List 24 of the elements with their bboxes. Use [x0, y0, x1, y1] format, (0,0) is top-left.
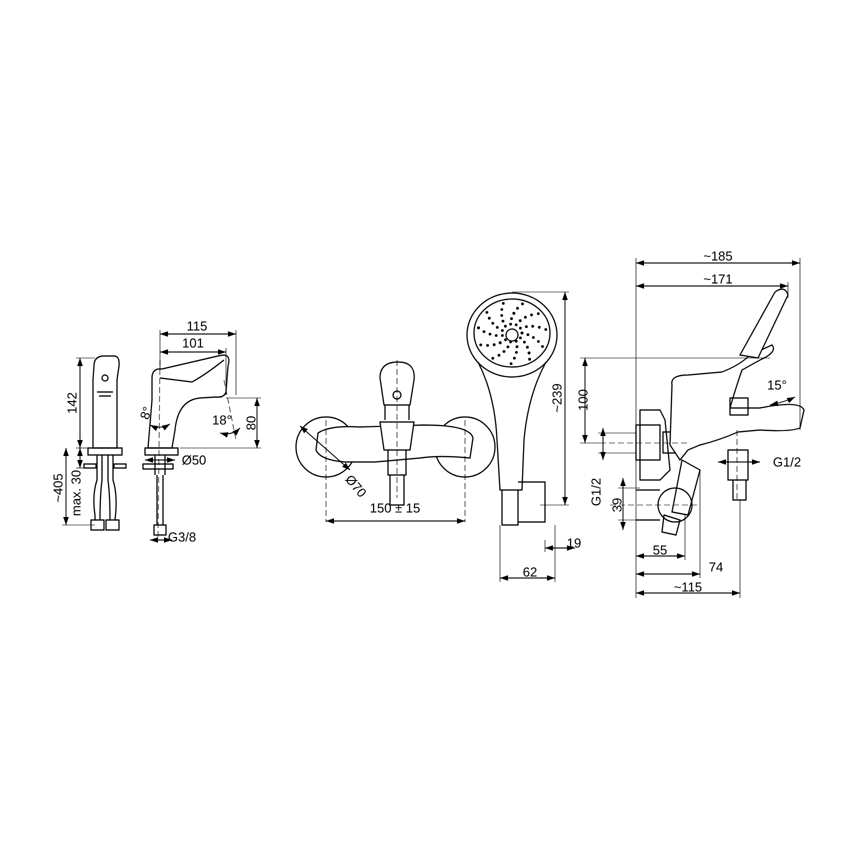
dimension-label: 55 — [652, 544, 668, 556]
dimension-label: ~185 — [703, 250, 733, 262]
angle-label: 15° — [767, 378, 787, 392]
dimension-label: 142 — [66, 392, 78, 414]
dimension-label: ~171 — [703, 272, 733, 286]
angle-label: 8° — [138, 404, 154, 422]
dimension-label: Ø50 — [182, 454, 206, 466]
dimension-label: ~239 — [550, 383, 564, 413]
dimension-label: Ø70 — [343, 472, 369, 500]
dimension-label: 39 — [610, 498, 624, 512]
dimension-label: 115 — [186, 320, 208, 332]
dimension-label: 100 — [576, 389, 590, 411]
dimension-label: 74 — [708, 560, 724, 574]
dimension-label: G3/8 — [168, 530, 196, 544]
dimension-label: max. 30 — [70, 470, 82, 516]
dimension-label: 62 — [522, 566, 538, 578]
dimension-label: G1/2 — [772, 456, 802, 468]
dimension-label: 80 — [244, 416, 258, 430]
dimension-label: G1/2 — [590, 478, 602, 506]
angle-label: 18° — [212, 414, 232, 426]
dimension-label: 101 — [182, 336, 204, 350]
dimension-label: ~115 — [674, 580, 702, 594]
dimension-label: ~405 — [52, 473, 64, 503]
dimension-label: 150 ± 15 — [370, 502, 420, 514]
